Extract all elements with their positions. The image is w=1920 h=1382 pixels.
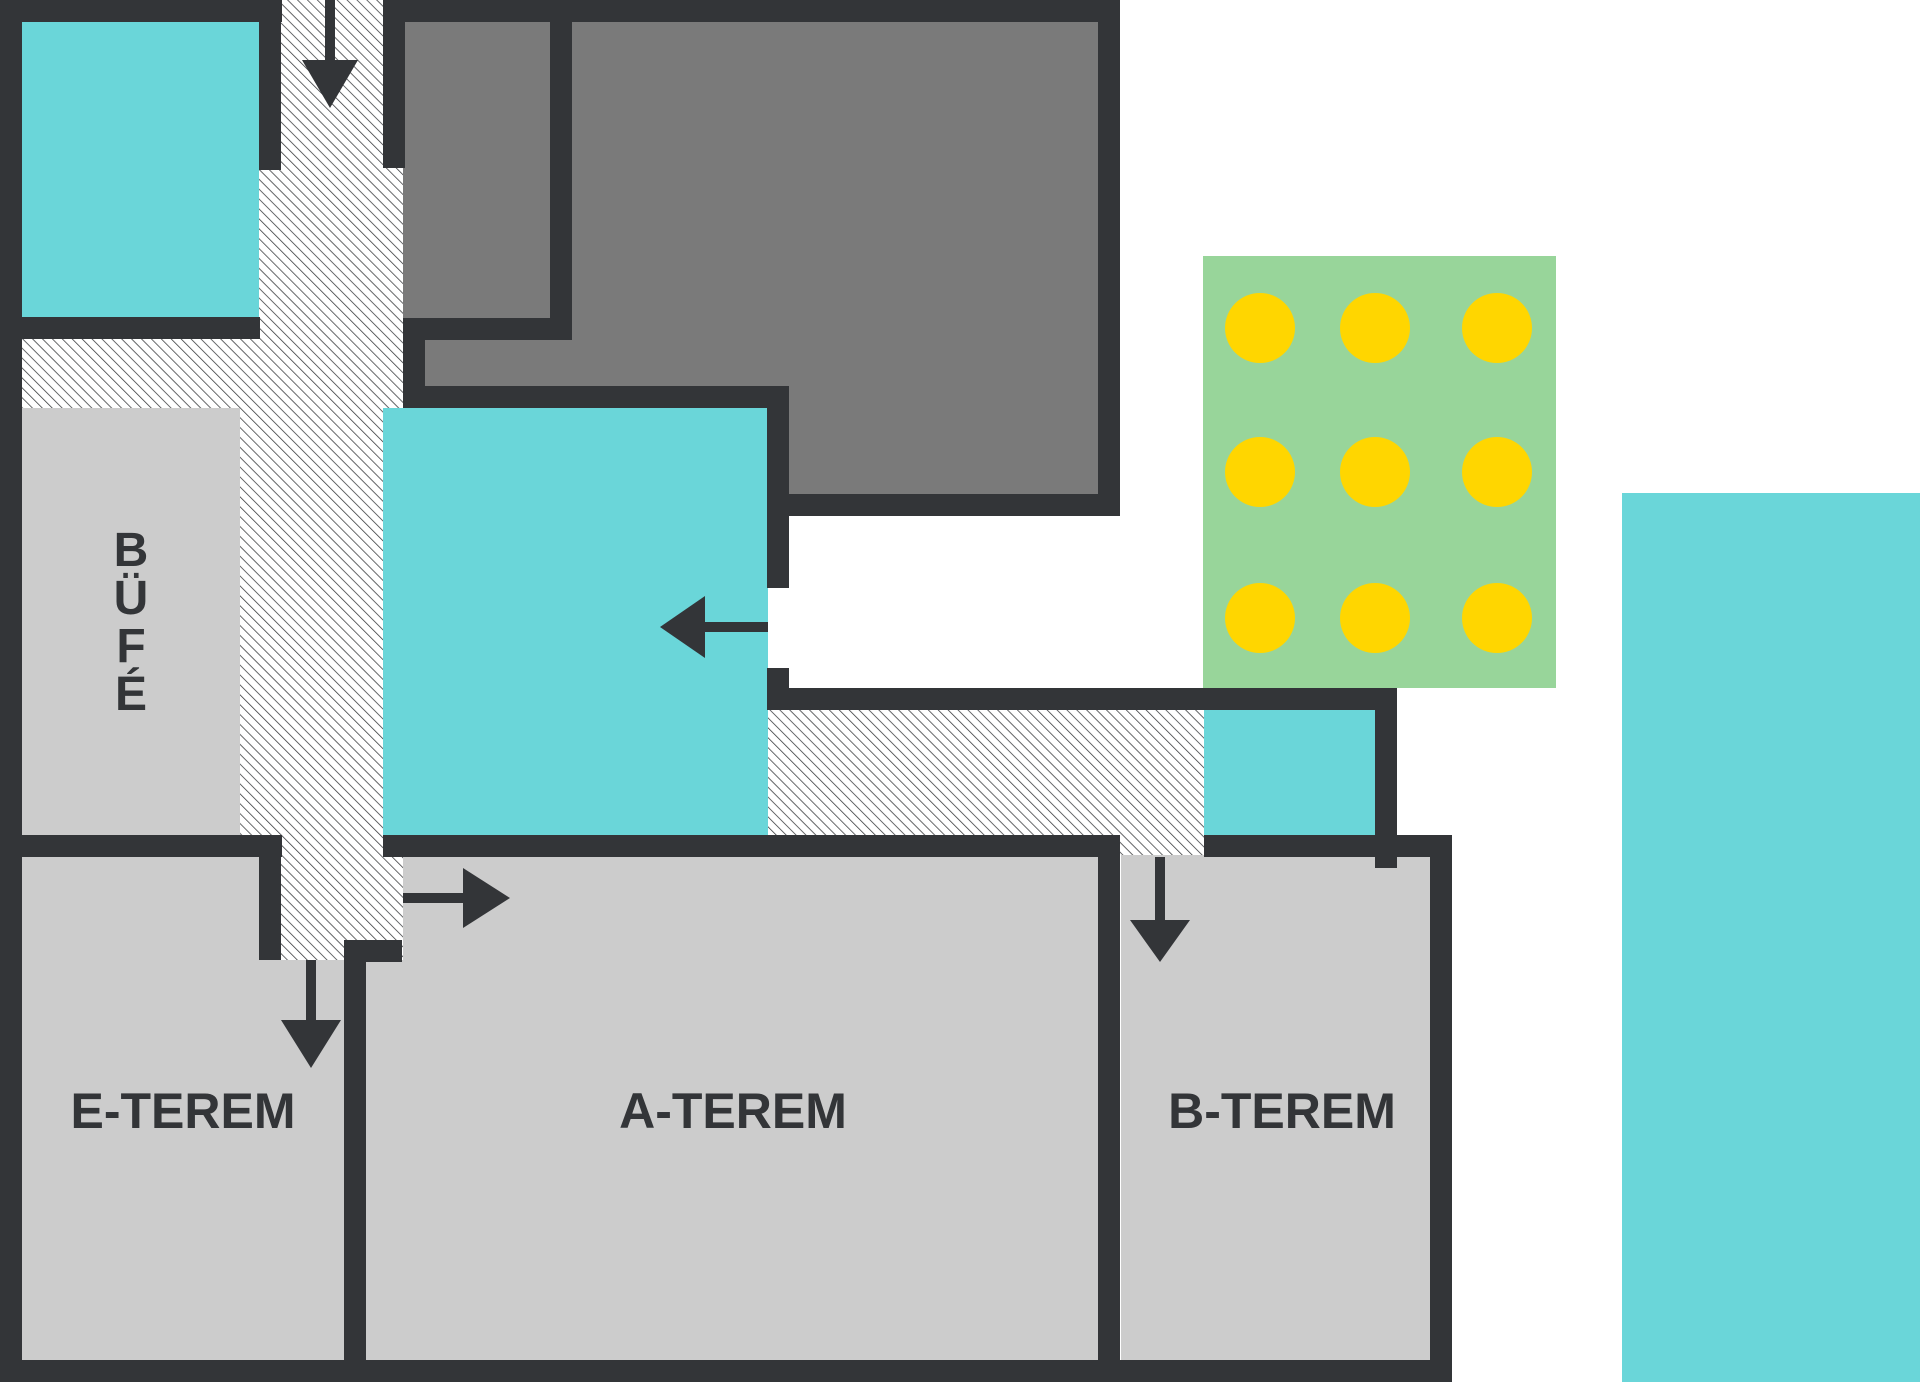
room-a-terem bbox=[365, 855, 1100, 1360]
corridors bbox=[0, 0, 1204, 960]
yellow-dot bbox=[1340, 437, 1410, 507]
wall bbox=[0, 1360, 1452, 1382]
wall bbox=[550, 0, 572, 340]
wall bbox=[403, 318, 572, 340]
room-label-a-terem: A-TEREM bbox=[619, 1083, 847, 1139]
outdoor-cyan-strip bbox=[1622, 493, 1920, 1382]
wall bbox=[1098, 0, 1120, 515]
wall bbox=[259, 0, 281, 170]
yellow-dot bbox=[1462, 437, 1532, 507]
yellow-dot bbox=[1225, 583, 1295, 653]
wall bbox=[383, 0, 1120, 22]
room-label-bufe-4: É bbox=[115, 667, 147, 721]
wall bbox=[1204, 835, 1452, 857]
wall bbox=[344, 940, 366, 1365]
wall bbox=[0, 317, 260, 339]
wall bbox=[0, 835, 282, 857]
wall bbox=[0, 0, 22, 1382]
wall bbox=[1098, 835, 1120, 1365]
wall bbox=[383, 0, 405, 168]
arrow-down-icon bbox=[302, 0, 358, 108]
room-cyan-small bbox=[1204, 708, 1376, 838]
arrows bbox=[281, 0, 1190, 1068]
wall bbox=[403, 318, 425, 408]
room-label-e-terem: E-TEREM bbox=[71, 1083, 296, 1139]
arrow-down-icon bbox=[1130, 857, 1190, 962]
yellow-dot bbox=[1340, 583, 1410, 653]
arrow-down-icon bbox=[281, 960, 341, 1068]
wall bbox=[1430, 835, 1452, 1382]
yellow-dot bbox=[1340, 293, 1410, 363]
yellow-dot bbox=[1462, 293, 1532, 363]
wall bbox=[1375, 688, 1397, 868]
wall bbox=[0, 0, 282, 22]
room-bufe bbox=[22, 408, 240, 838]
room-labels: E-TEREM A-TEREM B-TEREM B Ü F É bbox=[71, 524, 1396, 1139]
room-dark-small bbox=[403, 22, 553, 320]
walls bbox=[0, 0, 1452, 1382]
yellow-dot bbox=[1225, 293, 1295, 363]
arrow-right-icon bbox=[403, 868, 510, 928]
room-label-bufe-2: Ü bbox=[114, 572, 149, 625]
wall bbox=[767, 494, 1120, 516]
corridor-bufe-side bbox=[240, 400, 383, 840]
room-label-bufe-1: B bbox=[114, 524, 149, 577]
wall bbox=[259, 835, 281, 960]
room-label-b-terem: B-TEREM bbox=[1168, 1083, 1396, 1139]
arrow-left-icon bbox=[660, 596, 768, 658]
room-label-bufe-3: F bbox=[116, 620, 145, 673]
wall bbox=[383, 835, 1120, 857]
yellow-dot bbox=[1462, 583, 1532, 653]
yellow-dots-grid bbox=[1225, 293, 1532, 653]
yellow-dot bbox=[1225, 437, 1295, 507]
wall bbox=[403, 386, 789, 408]
wall bbox=[767, 688, 1397, 710]
corridor-b-terem-entry bbox=[1121, 838, 1204, 855]
wall bbox=[767, 386, 789, 588]
corridor-horizontal bbox=[768, 700, 1204, 855]
room-cyan-top-left bbox=[22, 22, 259, 317]
